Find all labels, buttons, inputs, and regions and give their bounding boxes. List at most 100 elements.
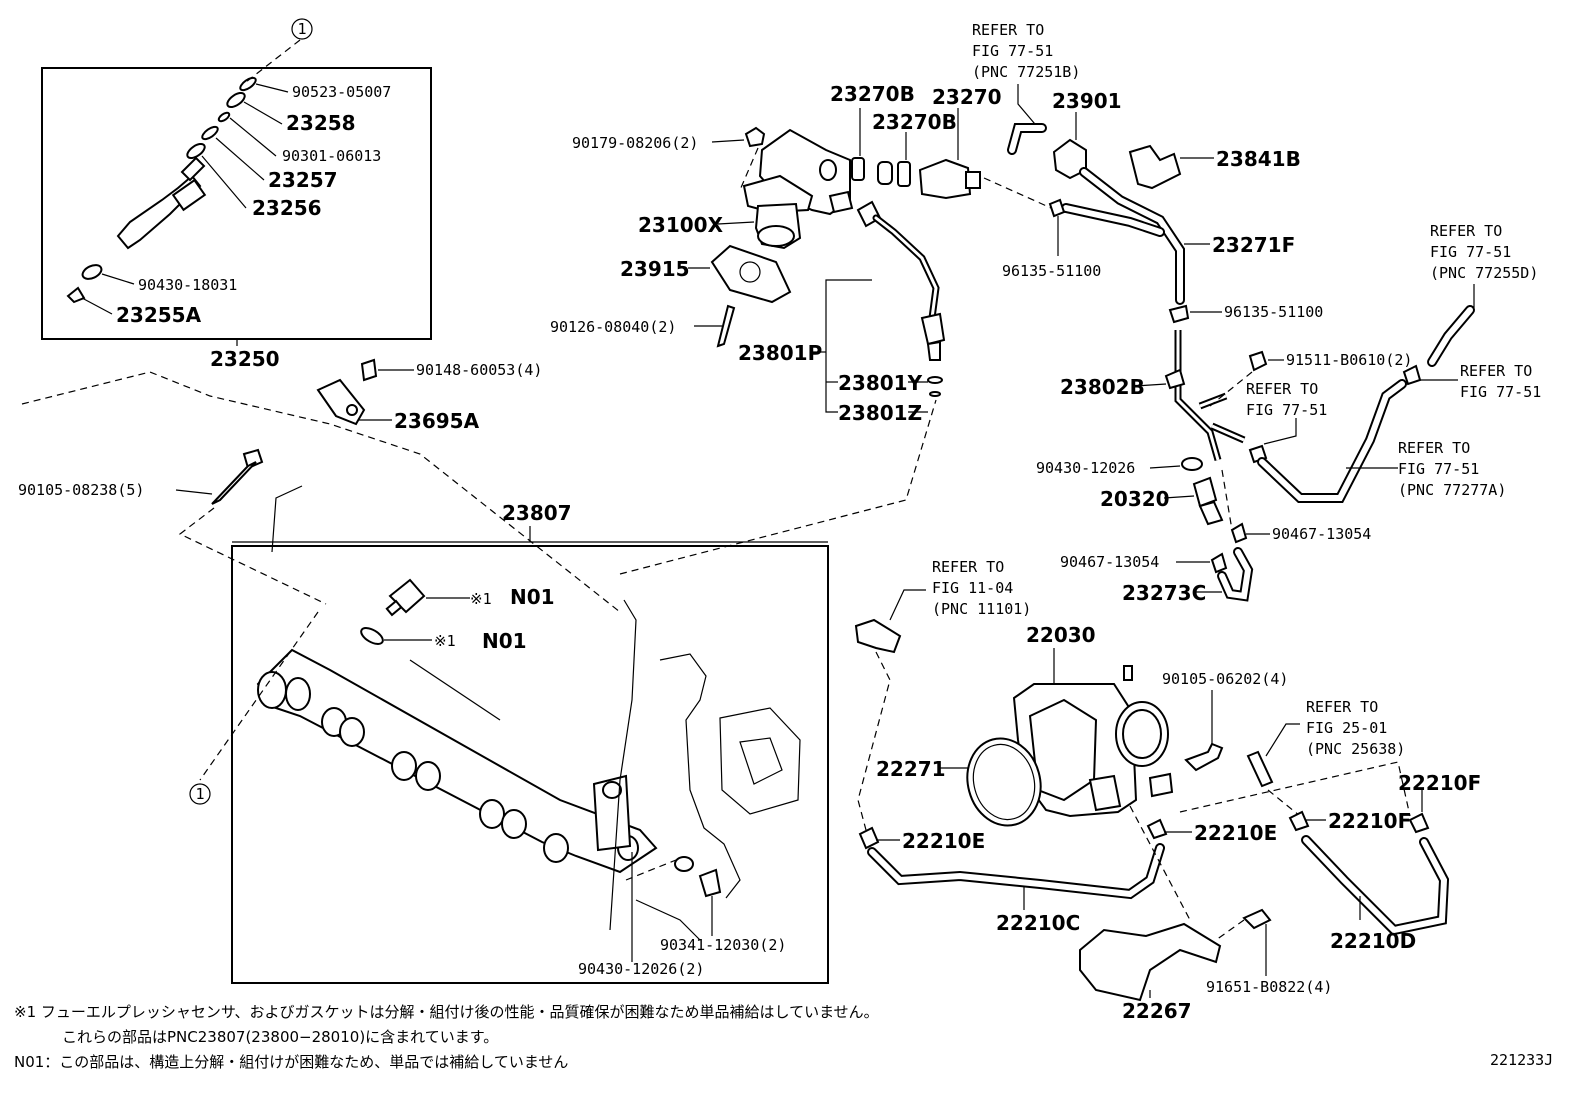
bolt-91511-B0610 <box>1248 350 1268 372</box>
label-23270B-lower: 23270B <box>872 110 957 134</box>
clip-23841B <box>1128 144 1182 190</box>
ref-25638-line2: FIG 25-01 <box>1306 719 1387 737</box>
label-23100X: 23100X <box>638 213 724 237</box>
clamp-96135-a <box>1048 198 1066 218</box>
label-20320: 20320 <box>1100 487 1170 511</box>
label-23258: 23258 <box>286 111 356 135</box>
pipe-23802B <box>1164 330 1246 461</box>
label-23250: 23250 <box>210 347 280 371</box>
label-22030: 22030 <box>1026 623 1096 647</box>
circle-1-label: 1 <box>297 20 306 38</box>
ref-77-51-right-line2: FIG 77-51 <box>1460 383 1541 401</box>
hose-ref-25638 <box>1246 750 1274 788</box>
ref-11101-line3: (PNC 11101) <box>932 600 1031 618</box>
ref-77-51-mid-line2: FIG 77-51 <box>1246 401 1327 419</box>
ref-25638-line3: (PNC 25638) <box>1306 740 1405 758</box>
label-90467-13054-a: 90467-13054 <box>1272 525 1371 543</box>
ref-77255D-line2: FIG 77-51 <box>1430 243 1511 261</box>
label-22210F-right: 22210F <box>1398 771 1481 795</box>
label-90148-60053: 90148-60053(4) <box>416 361 542 379</box>
gasket-22271 <box>966 737 1042 827</box>
label-22267: 22267 <box>1122 999 1192 1023</box>
label-90105-08238: 90105-08238(5) <box>18 481 144 499</box>
label-23695A: 23695A <box>394 409 480 433</box>
label-91511-B0610: 91511-B0610(2) <box>1286 351 1412 369</box>
clamp-22210F-right <box>1408 812 1430 834</box>
clamp-22210E-right <box>1146 818 1168 840</box>
label-23270: 23270 <box>932 85 1002 109</box>
bracket-22267 <box>1079 922 1222 1002</box>
ref-11101-line1: REFER TO <box>932 558 1004 576</box>
ref-77-51-right-line1: REFER TO <box>1460 362 1532 380</box>
label-90301-06013: 90301-06013 <box>282 147 381 165</box>
fuel-rail-box <box>231 545 829 984</box>
label-23256: 23256 <box>252 196 322 220</box>
label-90430-12026: 90430-12026 <box>1036 459 1135 477</box>
mark-1-b: ※1 <box>434 632 456 650</box>
label-23801Y: 23801Y <box>838 371 923 395</box>
damper-20320 <box>1192 476 1224 526</box>
gasket-90430-12026 <box>1181 457 1203 471</box>
ref-77-51-mid-line1: REFER TO <box>1246 380 1318 398</box>
fuel-pump-23100X <box>742 128 854 250</box>
washer-90430-12026 <box>674 856 694 872</box>
ref-77251B-line1: REFER TO <box>972 21 1044 39</box>
label-23901: 23901 <box>1052 89 1122 113</box>
bolt-90105-06202 <box>1184 742 1224 772</box>
note-line-3: N01：この部品は、構造上分解・組付けが困難なため、単品では補給していません <box>14 1053 569 1071</box>
label-90105-06202: 90105-06202(4) <box>1162 670 1288 688</box>
bracket-23695A <box>316 358 378 426</box>
label-23915: 23915 <box>620 257 690 281</box>
label-22210E-left: 22210E <box>902 829 985 853</box>
label-22210C: 22210C <box>996 911 1080 935</box>
bolt-90105-08238 <box>211 448 264 505</box>
label-90430-12026-2: 90430-12026(2) <box>578 960 704 978</box>
clamp-90467-13054-b <box>1210 552 1228 574</box>
mark-1-a: ※1 <box>470 590 492 608</box>
label-90179-08206: 90179-08206(2) <box>572 134 698 152</box>
ref-25638-line1: REFER TO <box>1306 698 1378 716</box>
hose-ref-11101 <box>854 618 902 654</box>
clamp-22210F-left <box>1288 810 1310 832</box>
note-line-2: これらの部品はPNC23807(23800−28010)に含まれています。 <box>62 1028 499 1046</box>
label-23257: 23257 <box>268 168 338 192</box>
label-23255A: 23255A <box>116 303 202 327</box>
bolt-91651-B0822 <box>1242 908 1272 930</box>
pressure-sensor-N01 <box>385 578 426 617</box>
fuel-rail <box>256 648 658 874</box>
gasket-N01 <box>360 627 384 645</box>
circle-callout-1-top <box>291 18 313 40</box>
label-23271F: 23271F <box>1212 233 1295 257</box>
label-90523-05007: 90523-05007 <box>292 83 391 101</box>
stud-90126-08040 <box>716 304 736 348</box>
clamp-22210E-left <box>858 826 880 850</box>
ref-77251B-line3: (PNC 77251B) <box>972 63 1080 81</box>
gasket-23915 <box>710 244 792 304</box>
circle-callout-1-bottom <box>189 783 211 805</box>
clamp-90467-13054-a <box>1230 522 1248 544</box>
label-23801P: 23801P <box>738 341 822 365</box>
ref-77255D-line3: (PNC 77255D) <box>1430 264 1538 282</box>
throttle-body-22030 <box>1012 665 1174 818</box>
label-90467-13054-b: 90467-13054 <box>1060 553 1159 571</box>
label-90341-12030: 90341-12030(2) <box>660 936 786 954</box>
figure-code: 221233J <box>1490 1051 1554 1069</box>
ring-23270B-right <box>897 161 911 187</box>
ring-23270B-spacer <box>877 161 893 185</box>
label-22210F-left: 22210F <box>1328 809 1411 833</box>
label-N01-gasket: N01 <box>482 629 527 653</box>
ref-77277A-line1: REFER TO <box>1398 439 1470 457</box>
label-90430-18031: 90430-18031 <box>138 276 237 294</box>
label-23273C: 23273C <box>1122 581 1206 605</box>
circle-1-label-bottom: 1 <box>195 785 204 803</box>
label-96135-51100-a: 96135-51100 <box>1002 262 1101 280</box>
ref-77277A-line2: FIG 77-51 <box>1398 460 1479 478</box>
label-23802B: 23802B <box>1060 375 1145 399</box>
label-22210E-right: 22210E <box>1194 821 1277 845</box>
label-91651-B0822: 91651-B0822(4) <box>1206 978 1332 996</box>
note-line-1: ※1 フューエルプレッシャセンサ、およびガスケットは分解・組付け後の性能・品質確… <box>14 1003 879 1021</box>
clamp-96135-b <box>1168 304 1190 324</box>
label-96135-51100-b: 96135-51100 <box>1224 303 1323 321</box>
label-23807: 23807 <box>502 501 572 525</box>
